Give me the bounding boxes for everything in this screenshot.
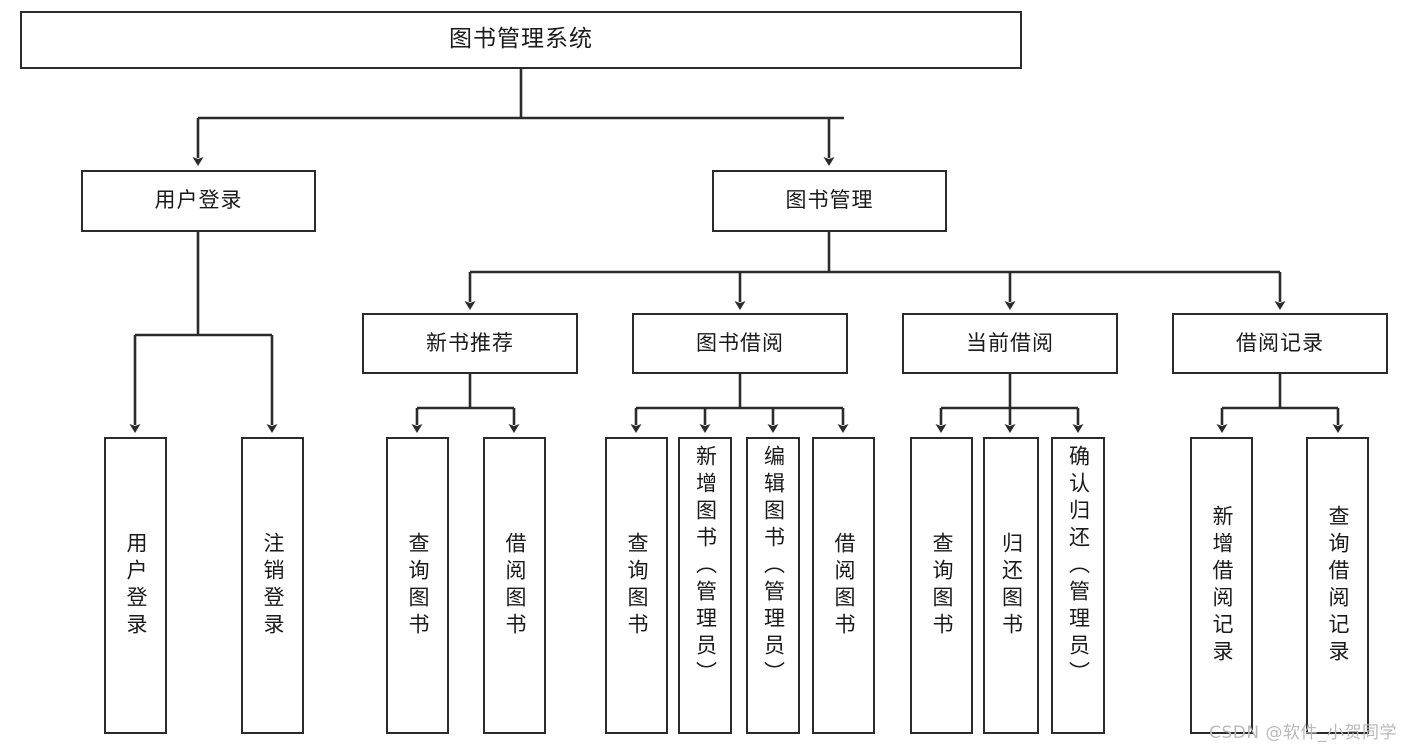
node-label: 查询图书 xyxy=(930,531,954,640)
node-label: 当前借阅 xyxy=(966,330,1054,355)
csdn-watermark: CSDN @软件_小贺同学 xyxy=(1209,723,1397,743)
node-leaf-borrow-book-2[interactable]: 借阅图书 xyxy=(812,437,875,734)
node-label: 借阅图书 xyxy=(503,531,527,640)
node-label: 借阅图书 xyxy=(832,531,856,640)
node-leaf-logout-login[interactable]: 注销登录 xyxy=(241,437,304,734)
node-borrow-record[interactable]: 借阅记录 xyxy=(1172,313,1388,374)
node-label: 查询图书 xyxy=(406,531,430,640)
node-leaf-user-login[interactable]: 用户登录 xyxy=(104,437,167,734)
node-user-login[interactable]: 用户登录 xyxy=(81,170,316,232)
node-leaf-query-book-2[interactable]: 查询图书 xyxy=(605,437,668,734)
node-label: 图书管理 xyxy=(785,188,874,213)
node-new-book-recommend[interactable]: 新书推荐 xyxy=(362,313,578,374)
node-leaf-confirm-return[interactable]: 确认归还（管理员） xyxy=(1051,437,1105,734)
node-leaf-return-book[interactable]: 归还图书 xyxy=(983,437,1039,734)
node-label: 用户登录 xyxy=(124,531,148,640)
node-leaf-add-record[interactable]: 新增借阅记录 xyxy=(1190,437,1253,734)
node-label: 确认归还（管理员） xyxy=(1066,445,1091,688)
node-book-manage[interactable]: 图书管理 xyxy=(712,170,947,232)
node-label: 借阅记录 xyxy=(1236,330,1324,355)
node-label: 新增图书（管理员） xyxy=(693,445,718,688)
node-label: 查询图书 xyxy=(625,531,649,640)
node-label: 归还图书 xyxy=(999,531,1024,640)
node-label: 图书借阅 xyxy=(696,330,784,355)
node-root-system[interactable]: 图书管理系统 xyxy=(20,11,1022,69)
node-leaf-add-book[interactable]: 新增图书（管理员） xyxy=(678,437,732,734)
node-label: 查询借阅记录 xyxy=(1326,504,1350,667)
node-leaf-query-book-1[interactable]: 查询图书 xyxy=(386,437,449,734)
node-label: 用户登录 xyxy=(154,188,243,213)
node-leaf-query-book-3[interactable]: 查询图书 xyxy=(910,437,973,734)
node-label: 新增借阅记录 xyxy=(1210,504,1234,667)
node-book-borrow[interactable]: 图书借阅 xyxy=(632,313,848,374)
node-leaf-edit-book[interactable]: 编辑图书（管理员） xyxy=(746,437,800,734)
node-label: 注销登录 xyxy=(261,531,285,640)
node-label: 新书推荐 xyxy=(426,330,514,355)
node-leaf-borrow-book-1[interactable]: 借阅图书 xyxy=(483,437,546,734)
node-label: 图书管理系统 xyxy=(449,26,593,53)
node-label: 编辑图书（管理员） xyxy=(761,445,786,688)
node-leaf-query-record[interactable]: 查询借阅记录 xyxy=(1306,437,1369,734)
node-current-borrow[interactable]: 当前借阅 xyxy=(902,313,1118,374)
